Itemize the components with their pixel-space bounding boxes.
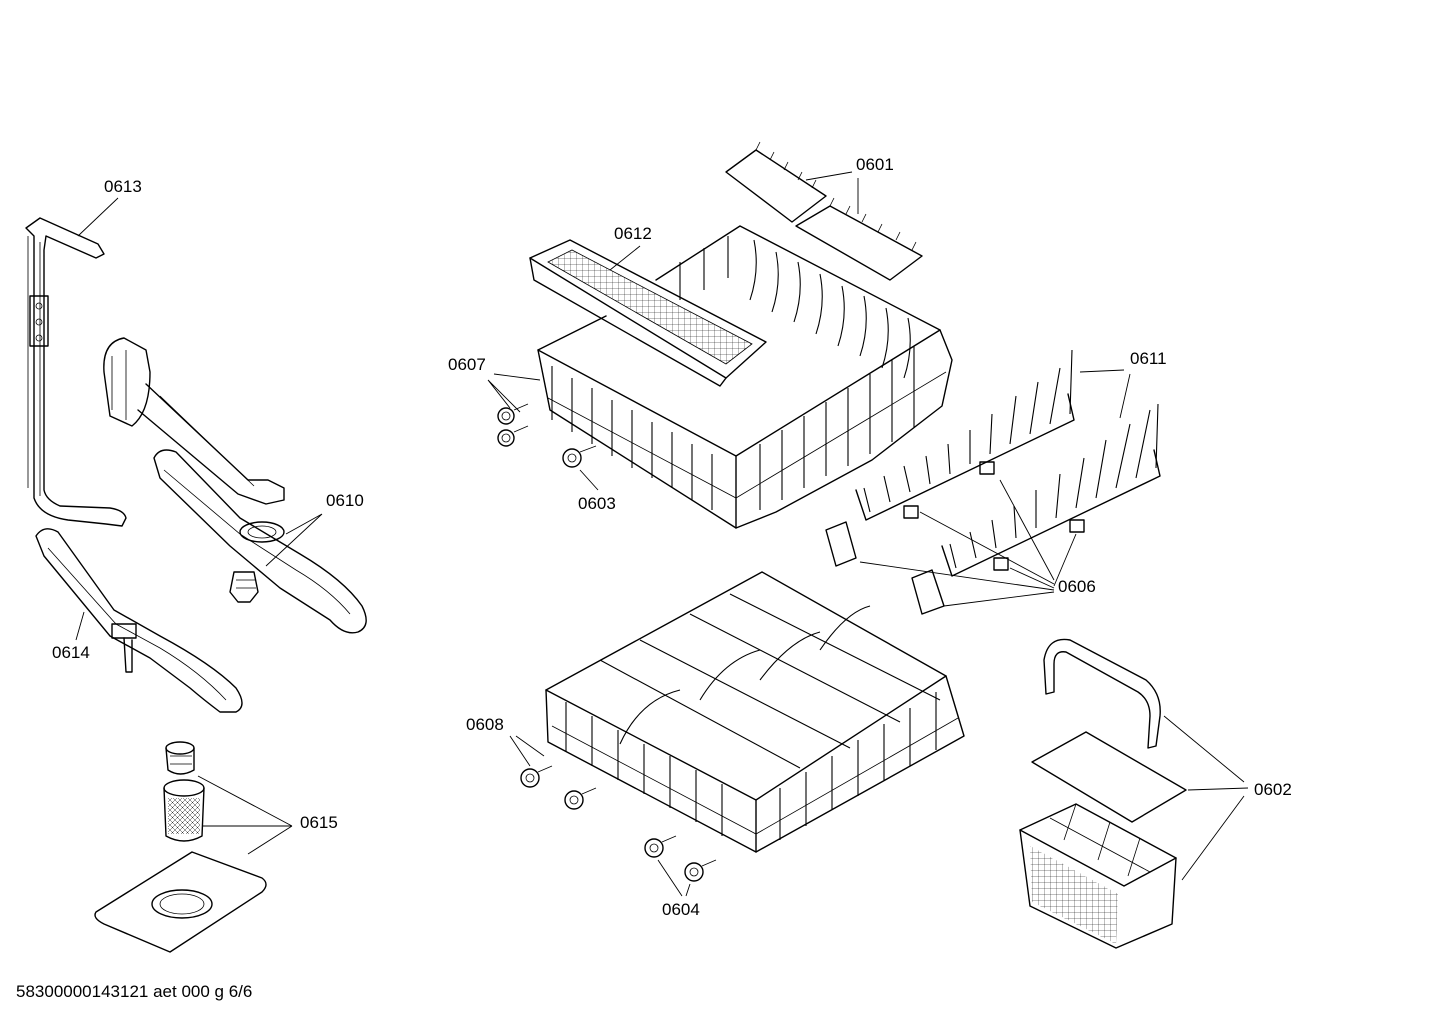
- folding-rack-part: [725, 141, 923, 281]
- cutlery-tray-part: [529, 239, 767, 387]
- callout-0608: 0608: [466, 715, 504, 734]
- callout-0610: 0610: [326, 491, 364, 510]
- callout-0615: 0615: [300, 813, 338, 832]
- callout-0611: 0611: [1130, 349, 1167, 368]
- spray-arm-connector-part: [103, 337, 285, 505]
- callout-0612: 0612: [614, 224, 652, 243]
- callout-0606: 0606: [1058, 577, 1096, 596]
- callout-0613: 0613: [104, 177, 142, 196]
- callout-0607: 0607: [448, 355, 486, 374]
- leader-lines: [75, 171, 1249, 897]
- tine-row-clips-part: [825, 461, 1085, 615]
- upper-spray-arm-part: [153, 449, 367, 634]
- callout-0602: 0602: [1254, 780, 1292, 799]
- callout-0604: 0604: [662, 900, 700, 919]
- callout-0614: 0614: [52, 643, 90, 662]
- upper-basket-rollers-part: [497, 403, 597, 468]
- folding-tine-rows-part: [855, 349, 1161, 577]
- callout-0603: 0603: [578, 494, 616, 513]
- lower-basket-rollers-part: [520, 765, 717, 882]
- document-code: 58300000143121 aet 000 g 6/6: [16, 982, 252, 1001]
- lower-spray-arm-part: [35, 528, 243, 713]
- lower-basket-part: [545, 571, 965, 853]
- callout-0601: 0601: [856, 155, 894, 174]
- supply-pipe-part: [25, 217, 127, 527]
- cutlery-basket-part: [1019, 638, 1187, 949]
- upper-basket-part: [537, 225, 953, 529]
- callout-labels: 0613 0610 0614 0615 0601 0612 0607 0603 …: [52, 155, 1292, 919]
- filter-set-part: [94, 741, 267, 953]
